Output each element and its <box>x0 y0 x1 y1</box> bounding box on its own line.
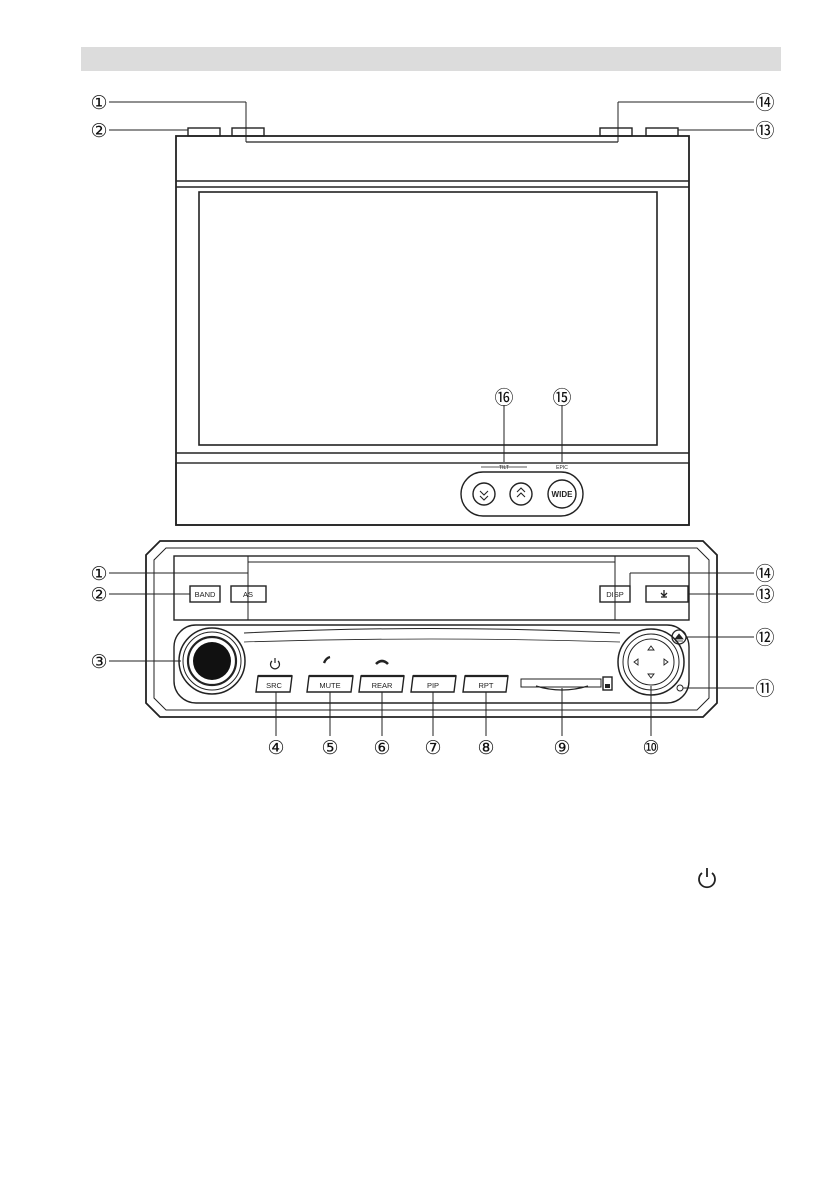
wide-label: WIDE <box>552 490 574 499</box>
eject-icon <box>674 633 684 642</box>
callout-12: ⑫ <box>755 627 774 649</box>
callout-5: ⑤ <box>321 738 338 759</box>
monitor-unit: TILT EPIC WIDE <box>109 101 754 526</box>
open-icon <box>660 590 668 598</box>
callout-2: ② <box>90 585 107 606</box>
nav-right-icon <box>663 658 669 666</box>
reset-hole[interactable] <box>676 684 684 692</box>
double-chevron-down-icon <box>479 490 489 501</box>
power-icon <box>269 658 281 670</box>
tilt-down-button[interactable] <box>472 482 496 506</box>
as-label: AS <box>243 590 253 599</box>
callout-7: ⑦ <box>424 738 441 759</box>
nav-down-icon <box>647 673 655 679</box>
epic-label: EPIC <box>556 465 568 471</box>
callout-11: ⑪ <box>755 678 774 700</box>
double-chevron-up-icon <box>516 487 526 498</box>
band-label: BAND <box>195 590 216 599</box>
callout-9: ⑨ <box>553 738 570 759</box>
front-panel: BAND AS DISP <box>109 540 754 736</box>
top-tab-right-2 <box>645 127 679 137</box>
callout-16: ⑯ <box>494 387 513 409</box>
tilt-up-button[interactable] <box>509 482 533 506</box>
eject-button[interactable] <box>671 629 687 645</box>
disc-slot-curve <box>243 628 621 634</box>
tilt-label: TILT <box>499 465 509 471</box>
callout-3: ③ <box>90 652 107 673</box>
callout-8: ⑧ <box>477 738 494 759</box>
lower-bezel <box>175 462 690 526</box>
src-button[interactable]: SRC <box>255 674 293 693</box>
tilt-control-cluster <box>460 471 584 517</box>
phone-pickup-icon <box>322 655 331 664</box>
nav-left-icon <box>633 658 639 666</box>
callout-10: ⑩ <box>642 738 659 759</box>
pip-label: PIP <box>427 681 439 690</box>
rpt-label: RPT <box>479 681 494 690</box>
callout-13-top: ⑬ <box>755 120 774 142</box>
disc-slot-curve-2 <box>243 638 621 643</box>
sd-card-slot[interactable] <box>520 676 613 691</box>
lcd-screen <box>198 191 658 446</box>
src-label: SRC <box>266 681 282 690</box>
upper-panel <box>173 555 690 621</box>
callout-4: ④ <box>267 738 284 759</box>
callout-1-top: ① <box>90 93 107 114</box>
section-header-bar <box>81 47 781 71</box>
disp-button[interactable]: DISP <box>599 585 631 603</box>
chassis-inner <box>153 547 710 711</box>
rpt-button[interactable]: RPT <box>462 674 509 693</box>
mute-label: MUTE <box>319 681 340 690</box>
callout-15: ⑮ <box>552 387 571 409</box>
callout-13: ⑬ <box>755 584 774 606</box>
power-icon-legend <box>698 868 716 889</box>
lower-panel <box>173 624 690 704</box>
disp-label: DISP <box>606 590 624 599</box>
pip-button[interactable]: PIP <box>410 674 457 693</box>
top-tab-left-2 <box>231 127 265 137</box>
wide-button[interactable]: WIDE <box>547 479 577 509</box>
navigation-knob[interactable] <box>617 628 685 696</box>
phone-hangup-icon <box>375 659 389 665</box>
band-button[interactable]: BAND <box>189 585 221 603</box>
volume-knob[interactable] <box>178 627 246 695</box>
callout-labels: ① ② ⑭ ⑬ ⑯ ⑮ ① ② ③ ④ ⑤ ⑥ ⑦ ⑧ ⑨ ⑩ ⑪ ⑫ ⑬ ⑭ <box>90 92 774 759</box>
mute-button[interactable]: MUTE <box>306 674 354 693</box>
callout-1: ① <box>90 564 107 585</box>
callout-2-top: ② <box>90 121 107 142</box>
nav-up-icon <box>647 645 655 651</box>
open-button[interactable] <box>645 585 689 603</box>
monitor-housing <box>175 135 690 526</box>
chassis-outline <box>145 540 718 718</box>
top-tab-right-1 <box>599 127 633 137</box>
rear-button[interactable]: REAR <box>358 674 405 693</box>
top-tab-left-1 <box>187 127 221 137</box>
rear-label: REAR <box>372 681 393 690</box>
callout-14: ⑭ <box>755 563 774 585</box>
callout-14-top: ⑭ <box>755 92 774 114</box>
callout-6: ⑥ <box>373 738 390 759</box>
